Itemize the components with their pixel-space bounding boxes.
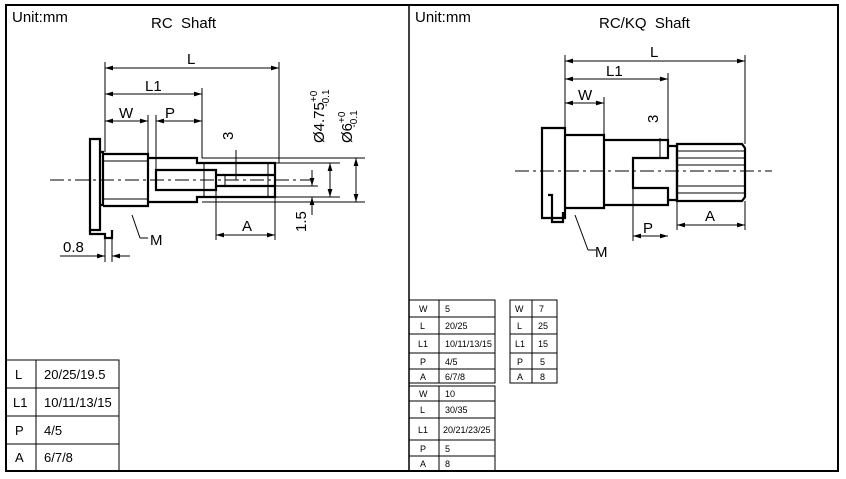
table-a-key-5: A — [420, 372, 426, 382]
rc-shaft-part — [50, 137, 310, 240]
table-a-key-3: L1 — [418, 339, 428, 349]
left-panel: Unit:mm RC Shaft L L1 W — [5, 9, 365, 472]
right-dim-A: A — [705, 208, 715, 225]
table-c-val-2: 30/35 — [445, 405, 468, 415]
right-spec-table-a: W 5 L 20/25 L1 10/11/13/15 P 4/5 A 6/7/8 — [408, 299, 496, 384]
left-dia-6: Ø6+0-0.1 — [337, 110, 360, 143]
left-table-val-1: 20/25/19.5 — [44, 367, 105, 382]
left-table-val-4: 6/7/8 — [44, 450, 73, 465]
left-table-key-3: P — [15, 423, 24, 438]
left-dim-3: 3 — [220, 132, 237, 140]
left-dia-4-75-sup: +0 — [309, 90, 320, 102]
table-a-key-2: L — [420, 321, 425, 331]
rc-kq-shaft-part — [515, 126, 772, 224]
table-a-key-1: W — [419, 304, 428, 314]
table-c-key-3: L1 — [418, 425, 428, 435]
left-table-val-3: 4/5 — [44, 423, 62, 438]
table-a-val-4: 4/5 — [445, 357, 458, 367]
left-title: RC Shaft — [151, 15, 217, 32]
right-dim-P: P — [643, 220, 653, 237]
left-dim-M: M — [150, 232, 163, 249]
table-a-val-5: 6/7/8 — [445, 372, 465, 382]
table-c-key-4: P — [420, 444, 426, 454]
left-table-key-4: A — [15, 450, 24, 465]
left-dim-0-8: 0.8 — [63, 239, 84, 256]
table-b-val-3: 15 — [538, 339, 548, 349]
left-dim-A: A — [242, 218, 252, 235]
right-spec-table-c: W 10 L 30/35 L1 20/21/23/25 P 5 A 8 — [408, 385, 496, 472]
table-c-val-4: 5 — [445, 444, 450, 454]
left-dim-L1: L1 — [145, 78, 162, 95]
table-b-val-1: 7 — [539, 304, 544, 314]
table-b-key-1: W — [515, 304, 524, 314]
right-dim-M: M — [595, 244, 608, 261]
left-dim-L: L — [187, 51, 195, 68]
table-c-key-1: W — [419, 389, 428, 399]
right-dim-L1: L1 — [606, 63, 623, 80]
table-b-key-5: A — [517, 372, 523, 382]
table-a-val-3: 10/11/13/15 — [445, 339, 492, 349]
right-unit-label: Unit:mm — [415, 9, 471, 26]
right-spec-table-b: W 7 L 25 L1 15 P 5 A 8 — [509, 299, 558, 384]
left-dim-P: P — [165, 105, 175, 122]
table-b-val-4: 5 — [540, 357, 545, 367]
right-panel: Unit:mm RC/KQ Shaft L L1 W — [408, 9, 772, 472]
left-spec-table: L 20/25/19.5 L1 10/11/13/15 P 4/5 A 6/7/… — [5, 359, 120, 472]
table-b-val-2: 25 — [538, 321, 548, 331]
left-dia-4-75-sub: -0.1 — [321, 89, 332, 107]
table-b-key-2: L — [517, 321, 522, 331]
table-c-key-2: L — [420, 405, 425, 415]
left-dim-1-5: 1.5 — [293, 211, 310, 232]
left-dia-6-sup: +0 — [337, 111, 348, 123]
right-dim-L: L — [650, 44, 658, 61]
table-b-val-5: 8 — [540, 372, 545, 382]
table-c-val-3: 20/21/23/25 — [443, 425, 491, 435]
table-b-key-4: P — [517, 357, 523, 367]
left-table-key-2: L1 — [13, 395, 27, 410]
left-dia-4-75-main: Ø4.75 — [311, 102, 328, 143]
table-a-val-2: 20/25 — [445, 321, 468, 331]
left-dia-6-sub: -0.1 — [349, 110, 360, 128]
table-a-key-4: P — [420, 357, 426, 367]
right-title: RC/KQ Shaft — [599, 15, 691, 32]
left-dia-6-main: Ø6 — [339, 123, 356, 143]
table-c-val-1: 10 — [445, 389, 455, 399]
right-dim-W: W — [578, 87, 593, 104]
left-dim-W: W — [119, 105, 134, 122]
table-c-key-5: A — [420, 459, 426, 469]
left-table-val-2: 10/11/13/15 — [44, 395, 112, 410]
left-table-key-1: L — [15, 367, 22, 382]
left-dia-4-75: Ø4.75+0-0.1 — [309, 89, 332, 143]
right-dim-3: 3 — [645, 115, 662, 123]
table-b-key-3: L1 — [515, 339, 525, 349]
table-a-val-1: 5 — [445, 304, 450, 314]
left-unit-label: Unit:mm — [12, 9, 68, 26]
table-c-val-5: 8 — [445, 459, 450, 469]
